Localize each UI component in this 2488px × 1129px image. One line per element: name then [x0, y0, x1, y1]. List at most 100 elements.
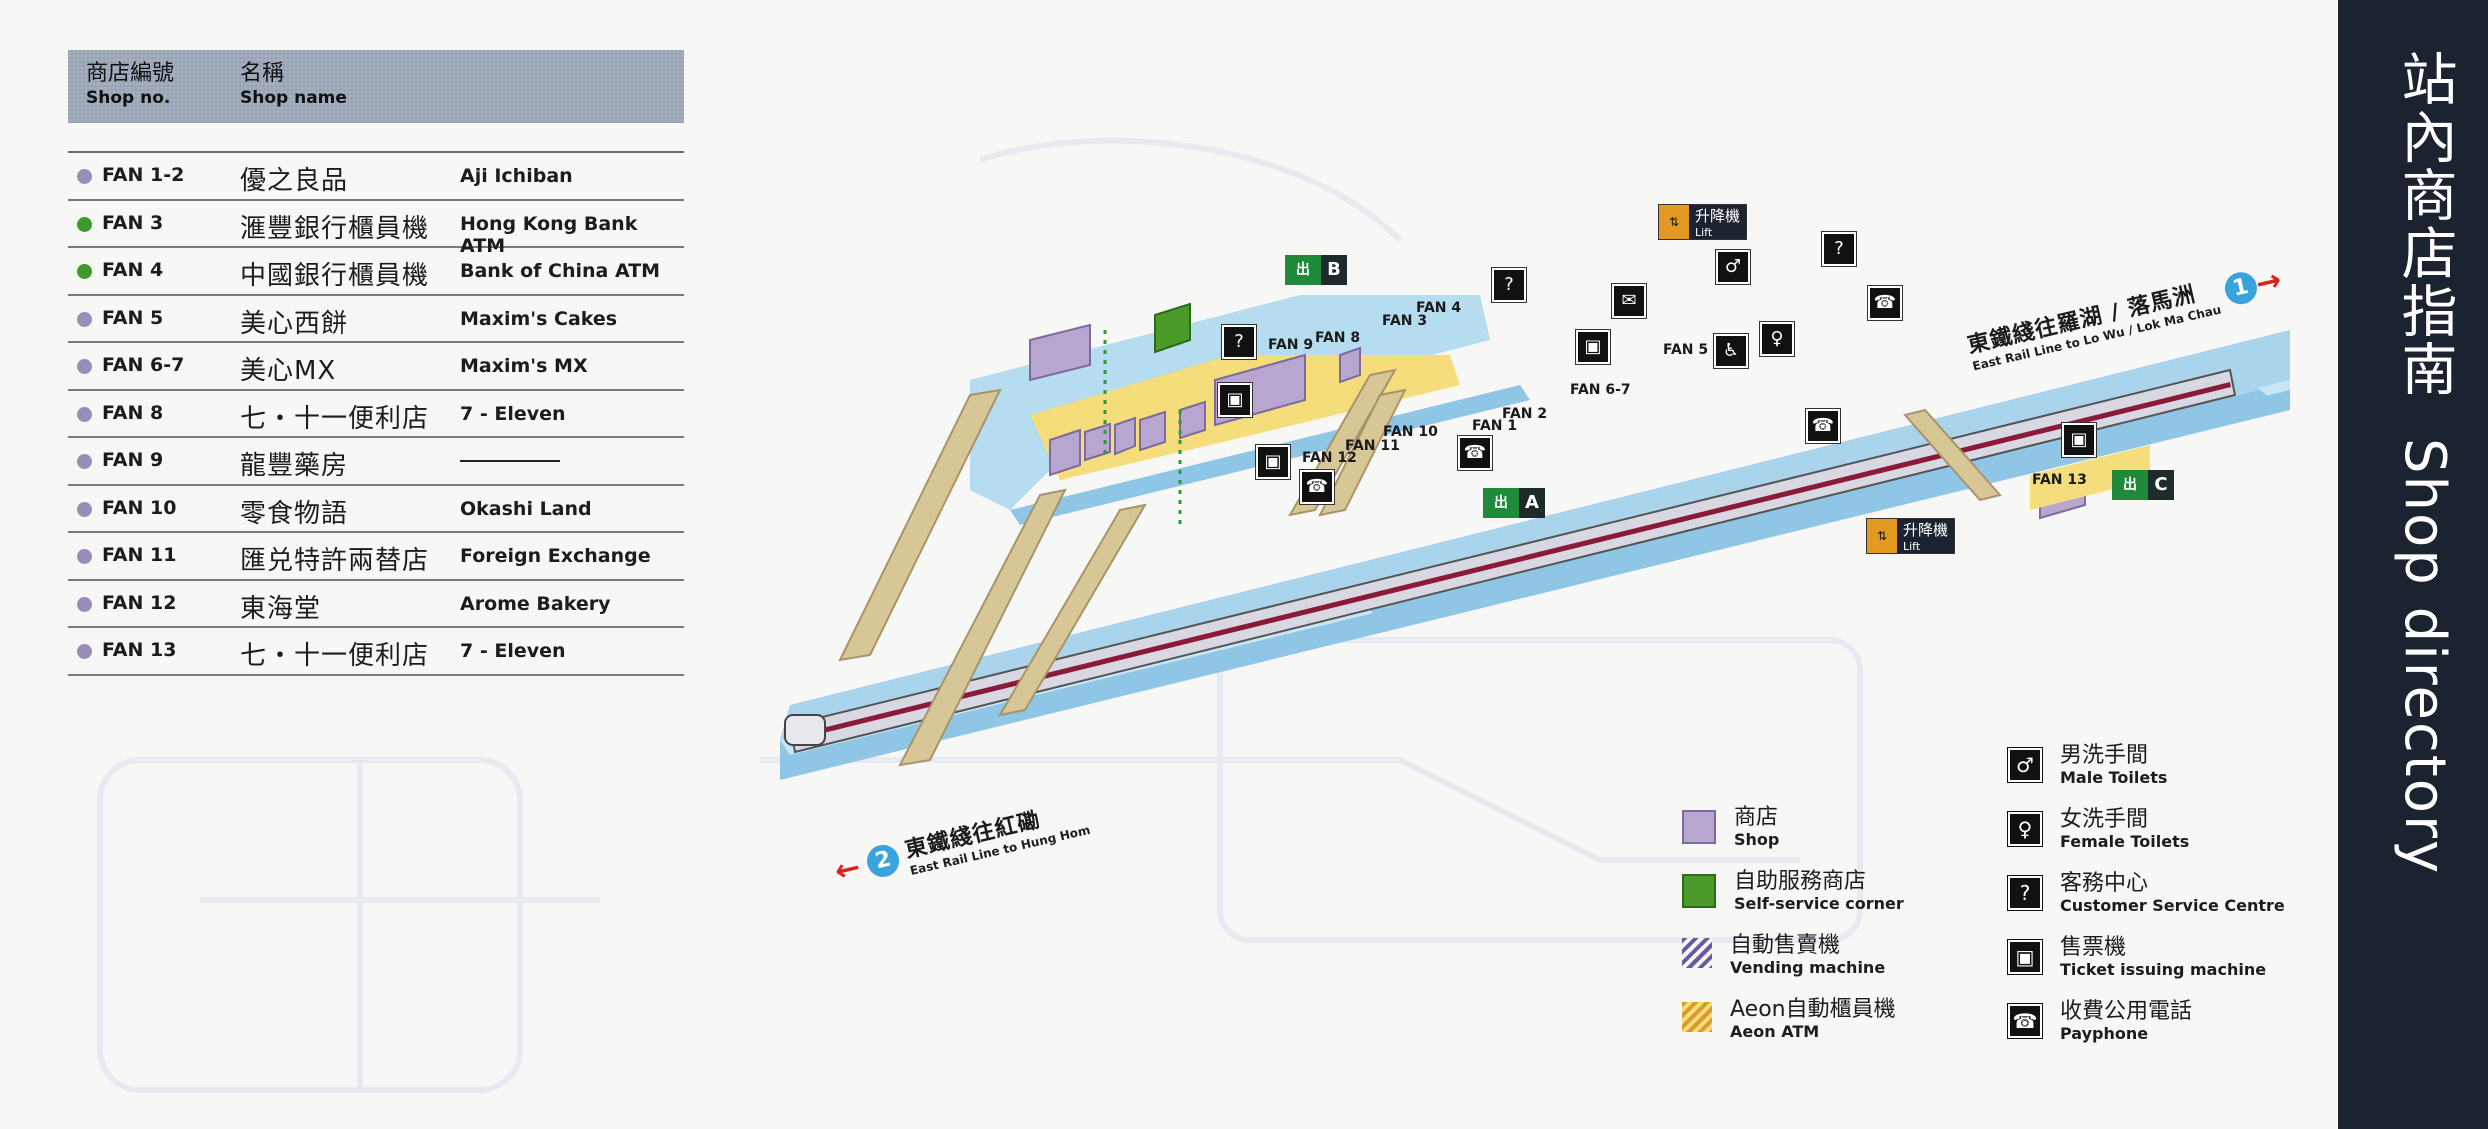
legend-aeon-en: Aeon ATM	[1730, 1022, 1820, 1041]
exit-a-sign: 出 A	[1483, 488, 1545, 518]
shop-name-zh: 東海堂	[240, 593, 322, 624]
category-dot-icon	[77, 454, 92, 469]
shop-name-zh: 美心西餅	[240, 308, 349, 339]
shop-name-zh: 零食物語	[240, 498, 349, 529]
lift-icon: ⇅	[1867, 519, 1897, 553]
category-dot-icon	[77, 596, 92, 612]
category-dot-icon	[77, 406, 92, 422]
legend-customer-zh: 客務中心	[2060, 871, 2149, 896]
shop-code: FAN 6-7	[102, 354, 185, 376]
shop-code: FAN 13	[102, 639, 177, 661]
self-service-cube-icon	[1682, 874, 1716, 908]
shop-name-zh: 七・十一便利店	[240, 641, 430, 671]
legend-ticket-en: Ticket issuing machine	[2060, 960, 2267, 979]
shop-code: FAN 1-2	[102, 164, 185, 186]
payphone-icon: ☎	[1300, 470, 1334, 504]
shop-code: FAN 3	[102, 211, 164, 234]
header-shop-no-zh: 商店編號	[86, 61, 175, 86]
table-row: FAN 11 匯兑特許兩替店 Foreign Exchange	[68, 533, 684, 581]
vending-machine-icon	[1682, 938, 1712, 968]
aeon-atm-icon	[1682, 1002, 1712, 1032]
table-row: FAN 12 東海堂 Arome Bakery	[68, 581, 684, 628]
shop-name-en: Maxim's MX	[460, 355, 588, 377]
shop-name-en: Aji Ichiban	[460, 165, 573, 187]
map-label-fan11: FAN 11	[1345, 438, 1400, 454]
map-label-fan12: FAN 12	[1302, 450, 1357, 466]
shop-name-en: Arome Bakery	[460, 592, 611, 615]
header-shop-name-zh: 名稱	[240, 61, 285, 86]
header-shop-name: 名稱 Shop name	[240, 62, 347, 110]
mail-icon: ✉	[1612, 284, 1646, 318]
station-map	[780, 295, 2290, 780]
page-title-zh: 站內商店指南	[2392, 50, 2457, 398]
shop-code: FAN 5	[102, 306, 164, 329]
lift-label-en: Lift	[1695, 226, 1713, 239]
legend-vending-en: Vending machine	[1730, 958, 1886, 977]
category-dot-icon	[77, 501, 92, 517]
shop-name-en: Bank of China ATM	[460, 260, 661, 282]
map-label-fan4: FAN 4	[1416, 300, 1462, 316]
shop-code: FAN 10	[102, 496, 177, 519]
map-label-fan3: FAN 3	[1382, 313, 1428, 329]
exit-b-letter: B	[1321, 255, 1347, 285]
customer-service-icon: ?	[1492, 268, 1526, 302]
shop-name-en: Hong Kong Bank ATM	[460, 212, 638, 257]
shop-name-zh: 美心MX	[240, 356, 337, 386]
shop-code: FAN 11	[102, 544, 177, 566]
map-label-fan10: FAN 10	[1383, 424, 1438, 440]
shop-code: FAN 4	[102, 259, 164, 281]
legend-ticket-zh: 售票機	[2060, 935, 2127, 960]
page-title-en: Shop directory	[2392, 437, 2457, 875]
train	[784, 368, 2237, 754]
ticket-machine-icon: ▣	[2008, 940, 2042, 974]
shop-code: FAN 8	[102, 401, 164, 424]
shop-name-zh: 七・十一便利店	[240, 403, 430, 434]
shop-name-en: Maxim's Cakes	[460, 307, 618, 330]
customer-service-icon: ?	[1822, 232, 1856, 266]
page-title: 站內商店指南 Shop directory	[2355, 50, 2465, 875]
exit-icon: 出	[1285, 255, 1321, 285]
shop-name-en: 7 - Eleven	[460, 402, 566, 425]
table-row: FAN 1-2 優之良品 Aji Ichiban	[68, 153, 684, 201]
payphone-icon: ☎	[1806, 409, 1840, 443]
legend-shop-zh: 商店	[1734, 805, 1779, 830]
exit-b-sign: 出 B	[1285, 255, 1347, 285]
exit-icon: 出	[1483, 488, 1519, 518]
shop-name-zh: 匯兑特許兩替店	[240, 546, 430, 576]
map-label-fan67: FAN 6-7	[1570, 382, 1631, 398]
legend-vending-zh: 自動售賣機	[1730, 933, 1841, 958]
table-row: FAN 6-7 美心MX Maxim's MX	[68, 343, 684, 391]
lift-icon: ⇅	[1659, 205, 1689, 239]
category-dot-icon	[77, 264, 92, 279]
title-strip	[2338, 0, 2488, 1129]
legend-male-zh: 男洗手間	[2060, 743, 2149, 768]
lift-label-en: Lift	[1903, 540, 1921, 553]
shop-name-zh: 優之良品	[240, 166, 349, 196]
exit-c-sign: 出 C	[2112, 470, 2174, 500]
category-dot-icon	[77, 359, 92, 374]
exit-a-letter: A	[1519, 488, 1545, 518]
legend-female-en: Female Toilets	[2060, 832, 2190, 851]
customer-service-icon: ?	[2008, 876, 2042, 910]
category-dot-icon	[77, 644, 92, 659]
legend-shop-en: Shop	[1734, 830, 1780, 849]
shop-name-zh: 中國銀行櫃員機	[240, 261, 430, 291]
map-label-fan9: FAN 9	[1268, 337, 1314, 353]
exit-icon: 出	[2112, 470, 2148, 500]
payphone-icon: ☎	[2008, 1004, 2042, 1038]
accessible-icon: ♿	[1714, 334, 1748, 368]
shop-code: FAN 12	[102, 591, 177, 614]
shop-name-en: Foreign Exchange	[460, 545, 651, 567]
shop-name-en: Okashi Land	[460, 497, 592, 520]
